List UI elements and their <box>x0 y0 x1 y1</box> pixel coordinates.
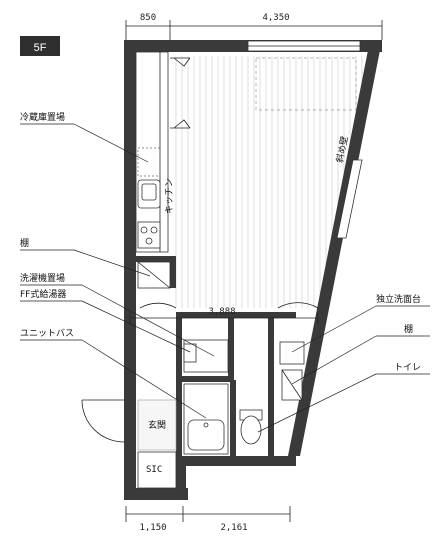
dim-middle: 3,888 <box>208 307 235 317</box>
entrance-label: 玄関 <box>148 419 166 431</box>
balcony-dashed <box>255 57 357 111</box>
sic-label: SIC <box>146 465 162 475</box>
shelf-left-label: 棚 <box>20 237 29 249</box>
unit-bath-label: ユニットバス <box>20 328 74 339</box>
entrance-floor <box>137 399 177 489</box>
dim-top-left: 850 <box>140 13 156 23</box>
middle-dimension: 3,888 <box>129 307 319 324</box>
washer-area <box>183 339 229 373</box>
fridge-label: 冷蔵庫置場 <box>20 111 65 123</box>
water-heater-label: FF式給湯器 <box>20 288 66 300</box>
left-shelf <box>136 256 176 289</box>
toilet-fixture <box>239 409 263 445</box>
interior-walls <box>176 312 296 456</box>
floor-label: 5F <box>34 42 47 54</box>
door-swings <box>81 302 319 443</box>
kitchen-counter <box>135 51 169 253</box>
top-dimension: 850 4,350 <box>125 13 383 40</box>
toilet-label: トイレ <box>394 363 421 373</box>
dim-top-right: 4,350 <box>262 13 289 23</box>
vanity-label: 独立洗面台 <box>376 293 421 305</box>
bottom-dimension: 1,150 2,161 <box>125 506 291 533</box>
vanity-area <box>279 341 305 401</box>
right-annotations: 独立洗面台 棚 トイレ <box>257 293 430 433</box>
kitchen-label: キッチン <box>164 178 175 214</box>
washer-label: 洗濯機置場 <box>20 272 65 284</box>
dim-bottom-right: 2,161 <box>220 523 247 533</box>
dim-bottom-left: 1,150 <box>139 523 166 533</box>
left-annotations: 冷蔵庫置場 棚 洗濯機置場 FF式給湯器 ユニットバス <box>20 111 215 419</box>
top-window <box>247 40 361 52</box>
room-floor <box>175 56 369 308</box>
slant-window <box>336 159 363 239</box>
floor-tag: 5F <box>20 36 60 56</box>
shelf-right-label: 棚 <box>404 323 413 335</box>
unit-bath <box>183 383 229 455</box>
upper-shelf <box>170 57 191 129</box>
